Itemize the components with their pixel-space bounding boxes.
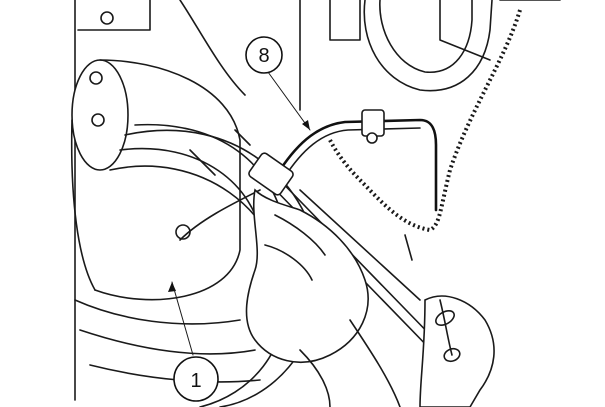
coiled-cable bbox=[328, 9, 522, 261]
motor-housing bbox=[70, 59, 286, 301]
pressure-gauge bbox=[363, 0, 561, 92]
fitting bbox=[179, 152, 294, 241]
tube-assembly bbox=[278, 109, 438, 212]
callout-8-circle bbox=[245, 36, 283, 74]
callout-1-label: 1 bbox=[190, 370, 201, 392]
callout-8-label: 8 bbox=[258, 45, 269, 67]
hand-right bbox=[419, 295, 495, 407]
callout-8: 8 bbox=[245, 36, 283, 74]
callout-1: 1 bbox=[173, 356, 219, 402]
leader-lines bbox=[168, 71, 311, 356]
callout-1-circle bbox=[173, 356, 219, 402]
frame-panel bbox=[74, 0, 361, 401]
gloved-hand-left bbox=[245, 188, 401, 407]
